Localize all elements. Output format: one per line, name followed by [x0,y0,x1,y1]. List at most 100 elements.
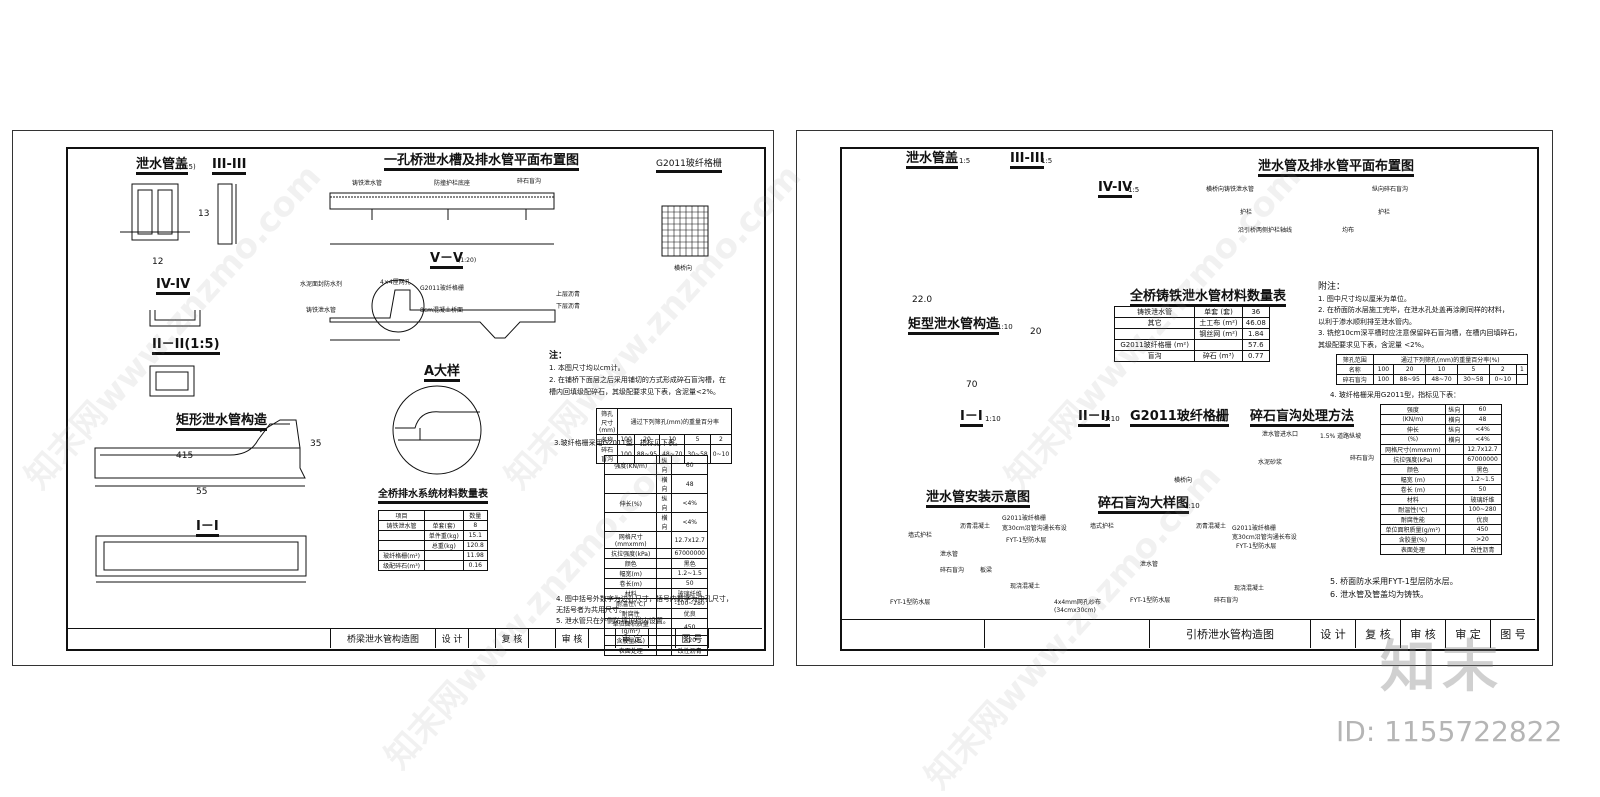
table-cell: (%) [1380,434,1446,445]
table-cell: 88~95 [1393,374,1427,385]
right-note-6: 4. 玻纤格栅采用G2011型，指标见下表： [1330,391,1461,399]
left-dim-12: 12 [152,257,164,267]
right-tb-review: 审 核 [1400,620,1445,648]
table-cell: 颜色 [1380,464,1446,475]
table-cell: 48 [1462,414,1503,425]
right-grid-scale: 1:10 [1208,415,1224,423]
table-cell: 60 [1462,404,1503,415]
table-cell: 黑色 [671,558,708,569]
table-cell: 450 [1462,524,1503,535]
left-label-road-layer: 上层沥青 [556,291,581,298]
table-cell: 耐腐性 [603,608,658,619]
left-sec3-title: III-III [212,158,247,175]
left-sec5-outline [329,289,556,339]
left-label-concrete: 8cm混凝土桥面 [420,307,463,314]
table-cell: 强度(KN/m) [603,455,658,475]
table-cell: 8 [462,520,489,531]
left-plan-outline [329,192,555,210]
left-label-cast-pipe: 铸铁泄水管 [352,180,383,187]
left-tb-review: 审 核 [555,629,588,648]
table-cell: 通过下列筛孔(mm)的重量百分率 [617,408,733,435]
table-cell: 网格尺寸(mmxmm) [1380,444,1446,455]
table-cell: 67000000 [671,548,708,559]
table-row: 铸铁泄水管单套 (套)36 [1113,306,1271,318]
table-row: 耐腐性能优良 [1380,514,1503,525]
left-dim-55: 55 [196,487,208,497]
left-label-gravel-ditch: 碎石盲沟 [517,178,542,185]
table-cell [424,510,464,521]
table-cell: 优良 [671,608,708,619]
table-cell: 0~10 [709,444,733,464]
right-sec4-scale: 1:5 [1128,186,1140,194]
right-tb-number: 图 号 [1490,620,1535,648]
table-cell: 11.98 [462,550,489,561]
table-cell: 57.6 [1241,339,1271,351]
table-cell [424,550,464,561]
right-label-pipe-2: 泄水管 [1140,561,1159,568]
table-row: 单件重(kg)15.1 [377,530,489,541]
right-plan-title: 泄水管及排水管平面布置图 [1258,160,1415,177]
table-cell: >20 [1462,534,1503,545]
table-cell: 1.2~1.5 [671,568,708,579]
left-sec1-title: I－I [196,520,219,537]
table-cell: 幅宽 (m) [1380,474,1446,485]
right-grid-title: G2011玻纤格栅 [1130,410,1229,427]
table-cell: 卷长 (m) [1380,484,1446,495]
table-cell: 伸长 [1380,424,1446,435]
right-label-slope: 1.5% 道路纵坡 [1320,433,1362,440]
table-row: (%)横向<4% [1380,434,1503,445]
table-cell: 含胶量(%) [1380,534,1446,545]
table-cell: 纵向 [1444,424,1464,435]
right-dim-220: 22.0 [912,295,933,305]
table-cell: 玻璃纤维 [671,588,708,599]
left-tb-design: 设 计 [435,629,468,648]
table-cell: 总重(kg) [424,540,464,551]
table-cell: 筛孔范围 [1336,354,1374,365]
right-gravel-detail-scale: 1:10 [1184,502,1200,510]
right-label-width30: 宽30cm沿管沟通长布设 [1002,525,1067,532]
table-cell [656,578,673,589]
left-label-lower-layer: 下层沥青 [556,303,581,310]
table-cell: 项目 [377,510,426,521]
table-cell: 100~280 [1462,504,1503,515]
table-cell: 5 [684,434,711,445]
table-cell [1444,504,1464,515]
table-cell: 碎石盲沟 [1336,374,1374,385]
left-notes: 注： 1. 本图尺寸均以cm计。 2. 在铺桥下面层之后采用铺切的方式形成碎石盲… [549,350,761,398]
right-sec1-scale: 1:10 [985,415,1001,423]
right-dim-20: 20 [1030,327,1042,337]
right-dim-70: 70 [966,380,978,390]
left-sec5-scale: (1:20) [458,257,477,264]
right-label-wall: 墙式护栏 [908,532,933,539]
table-cell: 100 [1372,364,1395,375]
right-label-bottom-dim: 沿引桥两侧护栏轴线 [1238,227,1293,234]
table-cell: 1.84 [1241,328,1271,340]
table-cell: 材料 [1380,494,1446,505]
table-row: 项目数量 [377,510,489,521]
right-note-2: 2. 在桥面防水层施工完毕，在泄水孔处盖再涂刷同样的材料， [1318,306,1509,314]
table-cell: 20 [1393,364,1427,375]
right-label-fyt: FYT-1型防水层 [1006,537,1047,544]
table-cell: 67000000 [1462,454,1503,465]
table-cell: 横向 [1444,414,1464,425]
right-rect-scale: 1:10 [997,323,1013,331]
left-sec4-outline [149,310,201,327]
table-cell: 单位面积质量(g/m²) [603,618,658,636]
right-label-grid2: G2011玻纤格栅 [1002,515,1046,522]
left-sec5-title: V－V [430,252,464,269]
left-detailA-circle [392,385,482,475]
right-label-cement: 水泥砂浆 [1258,459,1283,466]
table-cell [1444,454,1464,465]
table-cell: 耐温性(℃) [1380,504,1446,515]
right-label-guard-2: 护栏 [1378,209,1391,216]
table-cell: -100~280 [671,598,708,609]
right-label-wall-2: 墙式护栏 [1090,523,1115,530]
table-cell: 12.7x12.7 [671,531,708,549]
table-row: 单位面积质量(g/m²)450 [603,618,708,636]
right-grid-dir: 横桥向 [1174,477,1193,484]
